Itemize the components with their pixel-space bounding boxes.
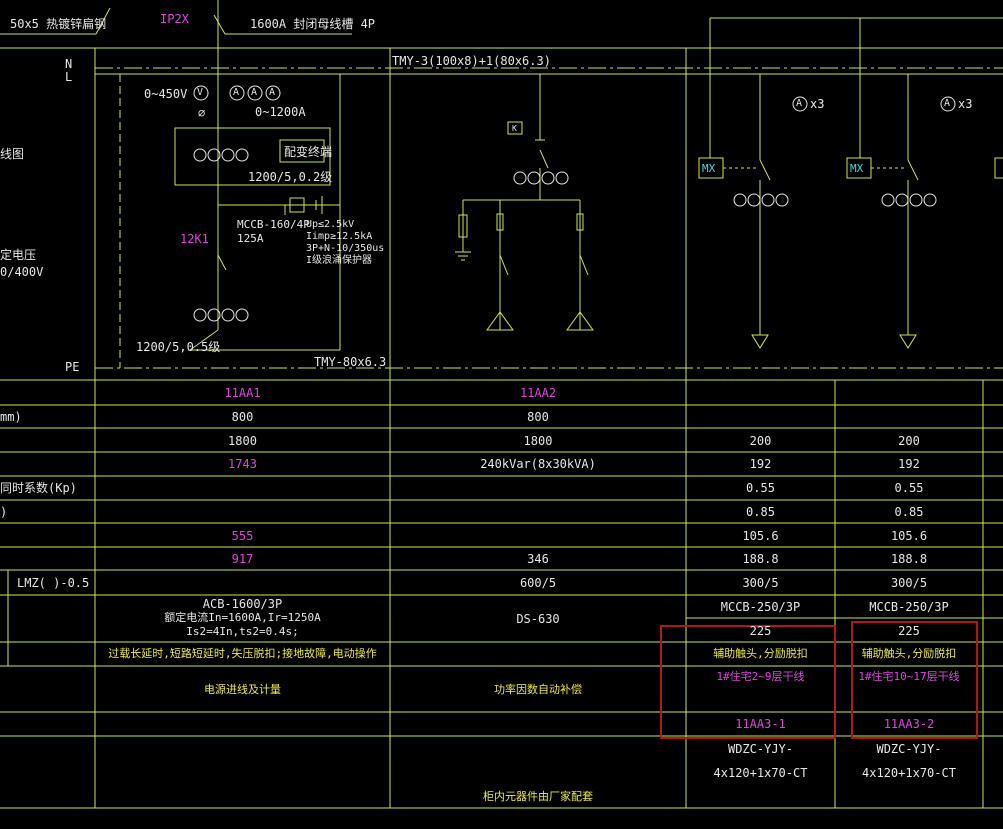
ct-ratio-bottom: 1200/5,0.5级: [136, 340, 221, 354]
cell-11aa1-demand: 555: [231, 529, 254, 543]
cell-11aa1-height: 1800: [228, 434, 257, 448]
cell-11aa3-1-ct: 300/5: [742, 576, 779, 590]
cell-11aa3-2-kp: 0.55: [894, 481, 924, 495]
ammeter-icon: A: [269, 87, 276, 98]
mccb-current: 125A: [237, 232, 264, 245]
cell-11aa3-1-accessories: 辅助触头,分励脱扣: [713, 647, 808, 660]
x3-label: x3: [958, 97, 973, 111]
cell-11aa2-capacity: 240kVar(8x30kVA): [480, 457, 596, 471]
cell-11aa3-1-cable-2: 4x120+1x70-CT: [713, 766, 808, 780]
spd-line4: I级浪涌保护器: [306, 255, 373, 266]
cell-11aa1-power: 1743: [228, 457, 257, 471]
cell-11aa1-breaker-1: ACB-1600/3P: [202, 597, 283, 611]
cell-11aa3-1-setting: 225: [749, 624, 772, 638]
energy-terminal-label: 配变终端: [284, 145, 333, 159]
cell-11aa3-1-power: 192: [749, 457, 772, 471]
cell-11aa1-width: 800: [231, 410, 254, 424]
cell-11aa3-2-id: 11AA3-2: [883, 717, 935, 731]
phase-symbol: ∅: [198, 106, 206, 120]
ammeter-icon: A: [944, 98, 951, 109]
cell-11aa2-width: 800: [527, 410, 549, 424]
row-label-cos: ): [0, 505, 8, 519]
cell-11aa3-1-kp: 0.55: [746, 481, 775, 495]
cell-11aa3-2-accessories: 辅助触头,分励脱扣: [861, 647, 957, 660]
row-label-kp: 同时系数(Kp): [0, 481, 77, 495]
cell-11aa3-1-breaker: MCCB-250/3P: [720, 600, 801, 614]
pe-label: PE: [65, 360, 80, 374]
cell-11aa2-height: 1800: [523, 434, 553, 448]
top-left-label: 50x5 热镀锌扁钢: [10, 17, 107, 31]
cell-11aa3-2-height: 200: [898, 434, 920, 448]
ammeter-icon: A: [233, 87, 240, 98]
cell-11aa3-2-current: 188.8: [890, 552, 928, 566]
cell-11aa1-current: 917: [231, 552, 254, 566]
cell-11aa3-1-current: 188.8: [742, 552, 779, 566]
ammeter-range: 0~1200A: [255, 105, 306, 119]
cell-11aa3-1-height: 200: [749, 434, 772, 448]
cell-11aa3-1-cable-1: WDZC-YJY-: [727, 742, 794, 756]
busway-label: 1600A 封闭母线槽 4P: [250, 17, 376, 31]
left-text-3: 0/400V: [0, 265, 44, 279]
cell-11aa3-1-id: 11AA3-1: [735, 717, 786, 731]
voltmeter-range: 0~450V: [144, 87, 188, 101]
cell-11aa2-ct: 600/5: [519, 576, 557, 590]
ammeter-icon: A: [251, 87, 258, 98]
mx-label-2: MX: [850, 162, 864, 175]
cell-11aa1-purpose: 电源进线及计量: [204, 683, 281, 696]
cell-11aa3-2-cable-1: WDZC-YJY-: [876, 742, 942, 756]
mccb-label: MCCB-160/4P: [237, 218, 310, 231]
cell-11aa3-2-cable-2: 4x120+1x70-CT: [862, 766, 956, 780]
cell-11aa3-2-power: 192: [898, 457, 920, 471]
left-text-1: 线图: [0, 147, 25, 161]
pe-busbar-label: TMY-80x6.3: [314, 355, 387, 369]
cell-11aa1-breaker-2: 额定电流In=1600A,Ir=1250A: [164, 611, 321, 624]
cell-11aa2-breaker: DS-630: [516, 612, 560, 626]
row-label-lmz: LMZ( )-0.5: [17, 576, 90, 590]
ammeter-icon: A: [796, 98, 803, 109]
cell-11aa3-2-demand: 105.6: [890, 529, 928, 543]
cell-11aa1-id: 11AA1: [224, 386, 261, 400]
n-label: N: [65, 57, 73, 71]
cell-11aa3-2-breaker: MCCB-250/3P: [869, 600, 949, 614]
breaker-tag: 12K1: [180, 232, 209, 246]
cell-11aa2-current: 346: [527, 552, 549, 566]
left-text-2: 定电压: [0, 248, 37, 262]
cell-11aa3-2-ct: 300/5: [890, 576, 928, 590]
cell-11aa3-2-cos: 0.85: [894, 505, 924, 519]
cell-11aa1-breaker-3: Is2=4In,ts2=0.4s;: [186, 625, 299, 638]
cell-11aa2-id: 11AA2: [519, 386, 557, 400]
l-label: L: [65, 70, 73, 84]
mx-label-1: MX: [702, 162, 716, 175]
cell-11aa2-purpose: 功率因数自动补偿: [494, 683, 582, 696]
cell-footer-note: 柜内元器件由厂家配套: [483, 790, 593, 803]
ip-label: IP2X: [160, 12, 189, 26]
voltmeter-icon: V: [197, 87, 204, 98]
spd-line2: Iimp≥12.5kA: [306, 231, 373, 242]
cell-11aa3-1-purpose: 1#住宅2~9层干线: [716, 670, 805, 683]
cell-11aa3-1-cos: 0.85: [746, 505, 775, 519]
relay-label: K: [512, 124, 517, 133]
spd-line1: Up≤2.5kV: [306, 219, 355, 230]
spd-line3: 3P+N-10/350us: [306, 243, 385, 254]
cell-11aa3-2-setting: 225: [898, 624, 920, 638]
ct-ratio-top: 1200/5,0.2级: [248, 170, 333, 184]
cell-11aa3-1-demand: 105.6: [742, 529, 779, 543]
cell-11aa1-accessories: 过载长延时,短路短延时,失压脱扣;接地故障,电动操作: [108, 647, 377, 660]
x3-label: x3: [810, 97, 825, 111]
busbar-label: TMY-3(100x8)+1(80x6.3): [392, 54, 551, 68]
cell-11aa3-2-purpose: 1#住宅10~17层干线: [858, 670, 960, 683]
row-label-dimension: mm): [0, 410, 22, 424]
